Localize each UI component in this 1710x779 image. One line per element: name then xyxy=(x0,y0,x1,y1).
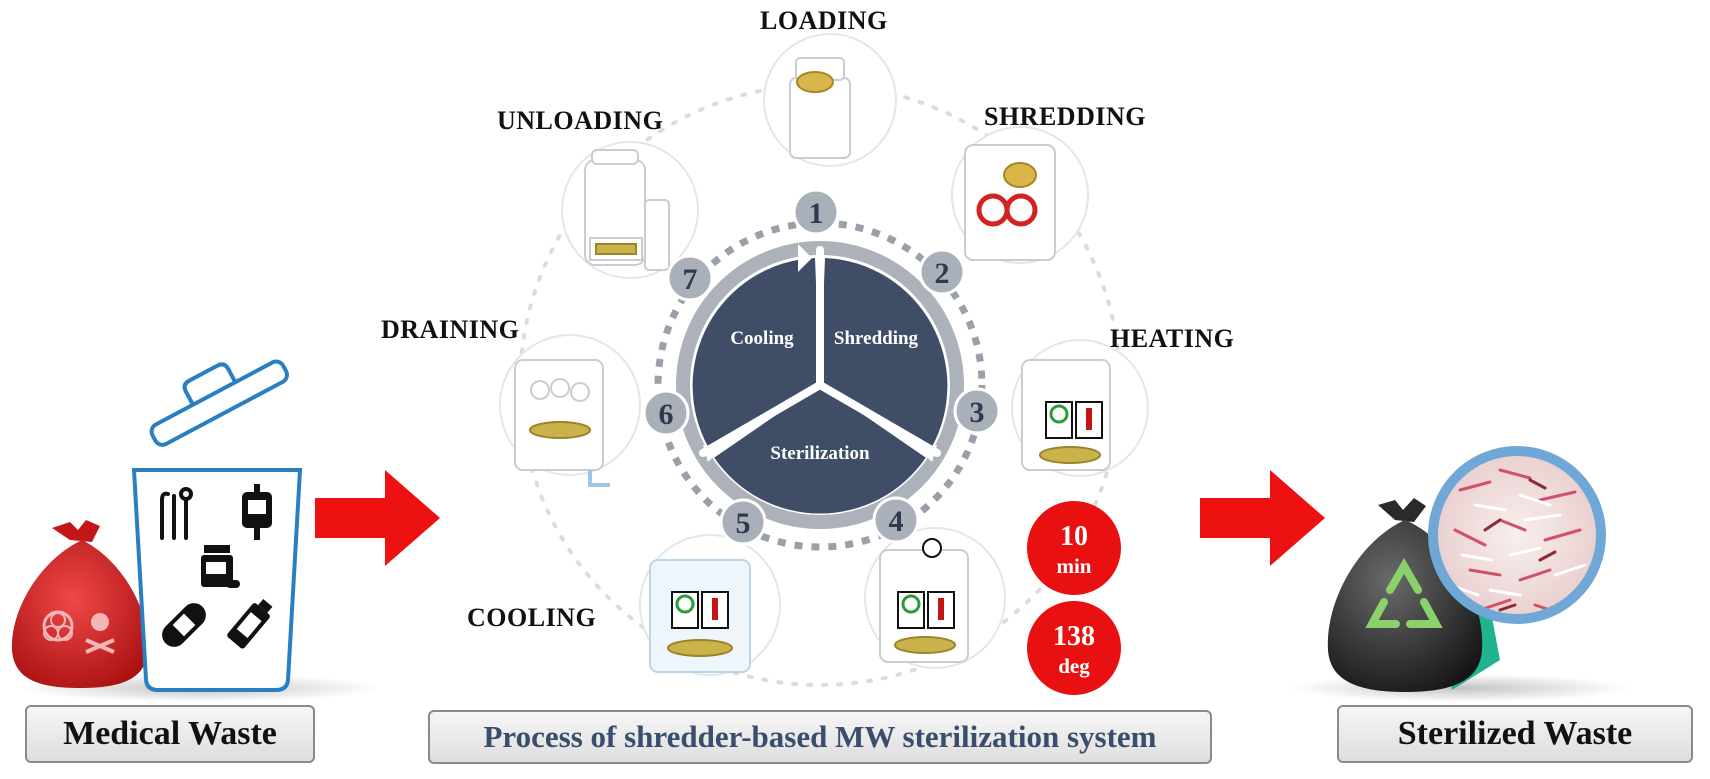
step-marker-5: 5 xyxy=(719,498,767,546)
temperature-badge-unit: deg xyxy=(1058,654,1090,678)
arrow-to-process xyxy=(315,470,440,566)
shredded-waste-photo xyxy=(1428,446,1606,624)
step-marker-4: 4 xyxy=(872,496,920,544)
step-number: 3 xyxy=(970,396,985,429)
step-marker-6: 6 xyxy=(642,389,690,437)
step-markers: 1 2 3 4 5 6 7 xyxy=(642,188,1001,546)
step-number: 7 xyxy=(683,263,698,296)
machine-sterilizing xyxy=(864,527,1006,669)
cycle-sectors xyxy=(692,258,948,514)
step-marker-2: 2 xyxy=(918,248,966,296)
biohazard-bag-icon xyxy=(11,520,149,688)
machine-draining xyxy=(499,334,641,487)
stage-label-draining: DRAINING xyxy=(381,315,520,344)
machine-unloading xyxy=(561,141,699,279)
time-badge: 10 min xyxy=(1027,501,1121,595)
temperature-badge: 138 deg xyxy=(1027,601,1121,695)
sector-label-sterilization: Sterilization xyxy=(770,443,870,464)
step-marker-7: 7 xyxy=(666,254,714,302)
waste-bin-icon xyxy=(131,359,303,692)
step-number: 6 xyxy=(659,398,674,431)
stage-label-cooling: COOLING xyxy=(467,603,597,632)
cycle-arrowheads xyxy=(703,244,937,462)
step-number: 4 xyxy=(889,505,904,538)
sector-dividers xyxy=(699,246,941,457)
machine-shredding xyxy=(951,126,1089,264)
stage-label-loading: LOADING xyxy=(760,6,888,35)
stage-label-unloading: UNLOADING xyxy=(497,106,664,135)
stage-label-shredding: SHREDDING xyxy=(984,102,1146,131)
inner-dashed-ring xyxy=(654,219,986,551)
step-marker-1: 1 xyxy=(792,188,840,236)
stage-label-heating: HEATING xyxy=(1110,324,1235,353)
sector-label-cooling: Cooling xyxy=(730,328,794,349)
machine-cooling xyxy=(639,534,781,676)
sector-sterilization xyxy=(714,385,926,514)
time-badge-unit: min xyxy=(1056,554,1091,578)
machine-heating xyxy=(1011,339,1149,477)
sector-label-shredding: Shredding xyxy=(834,328,919,349)
step-marker-3: 3 xyxy=(953,387,1001,435)
time-badge-value: 10 xyxy=(1060,521,1088,552)
caption-process: Process of shredder-based MW sterilizati… xyxy=(428,710,1212,764)
temperature-badge-value: 138 xyxy=(1053,621,1095,652)
caption-medical-waste: Medical Waste xyxy=(25,705,315,763)
machine-illustrations xyxy=(499,33,1149,676)
step-number: 1 xyxy=(809,197,824,230)
step-number: 5 xyxy=(736,507,751,540)
arrow-to-result xyxy=(1200,470,1325,566)
step-number: 2 xyxy=(935,257,950,290)
caption-sterilized-waste: Sterilized Waste xyxy=(1337,705,1693,763)
machine-loading xyxy=(763,33,897,167)
